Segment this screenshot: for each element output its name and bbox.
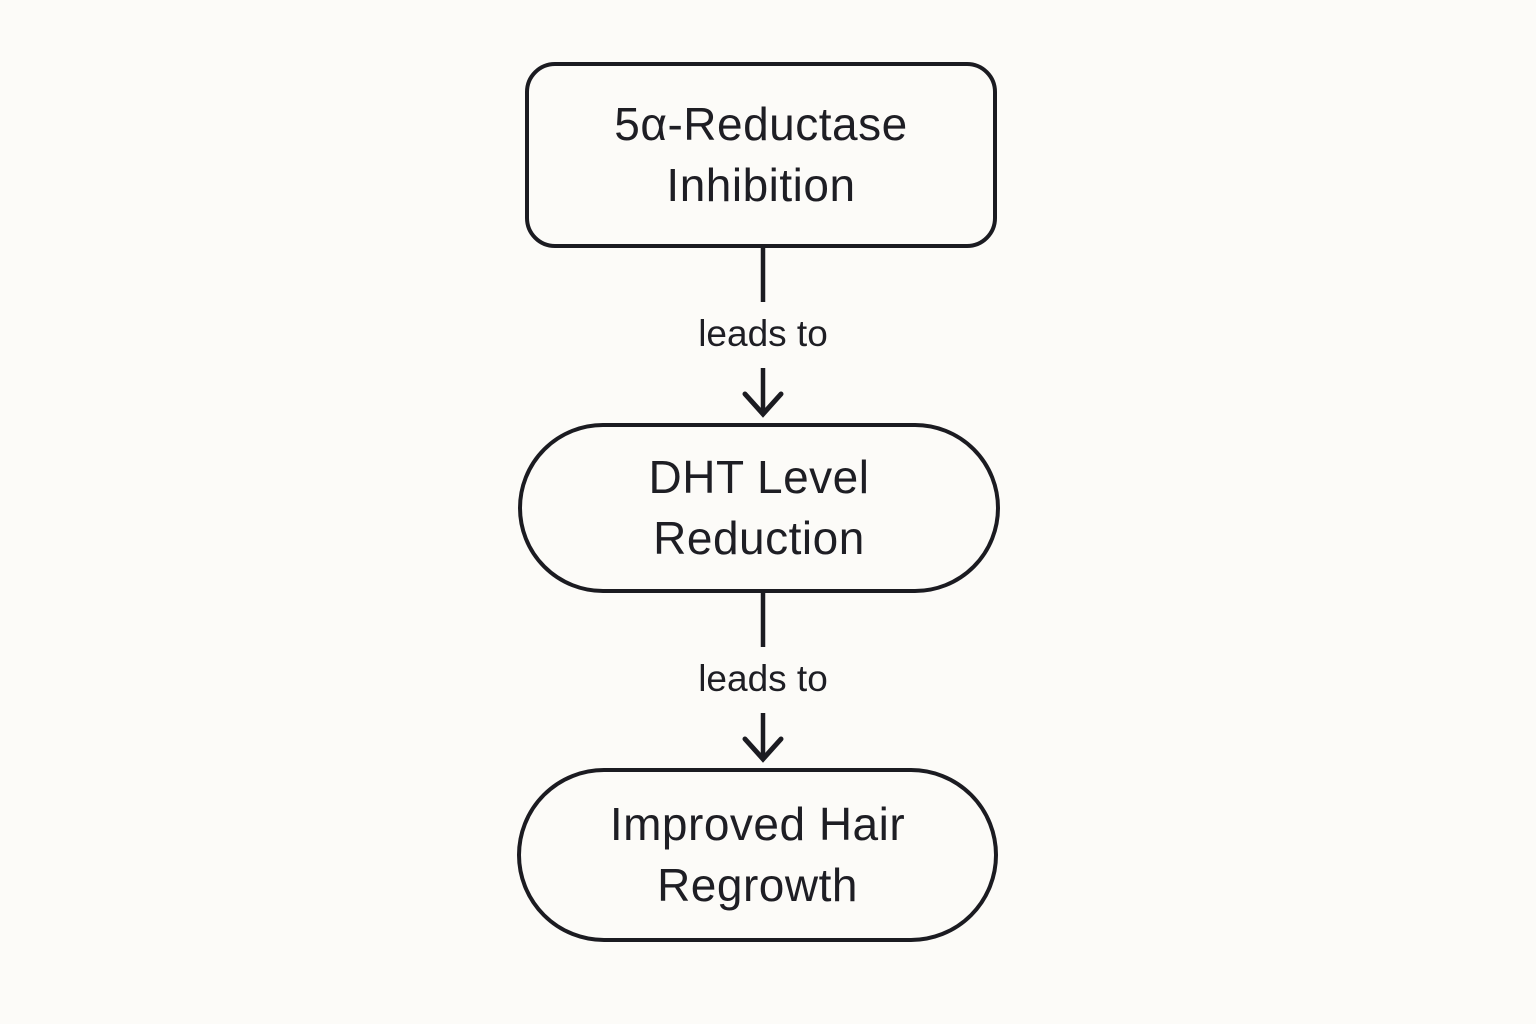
node-improved-hair-regrowth: Improved Hair Regrowth (517, 768, 998, 942)
node-dht-level-reduction: DHT Level Reduction (518, 423, 1000, 593)
node-label: Improved Hair Regrowth (609, 798, 906, 911)
arrow-down-icon (742, 391, 784, 418)
node-label: 5α-Reductase Inhibition (614, 98, 908, 211)
arrow-down-icon (742, 736, 784, 763)
edge-label: leads to (698, 658, 828, 699)
edge-n1-n2: leads to (698, 248, 828, 418)
node-5a-reductase-inhibition: 5α-Reductase Inhibition (525, 62, 997, 248)
edge-label: leads to (698, 313, 828, 354)
edge-n2-n3: leads to (698, 593, 828, 763)
node-label: DHT Level Reduction (648, 451, 870, 564)
